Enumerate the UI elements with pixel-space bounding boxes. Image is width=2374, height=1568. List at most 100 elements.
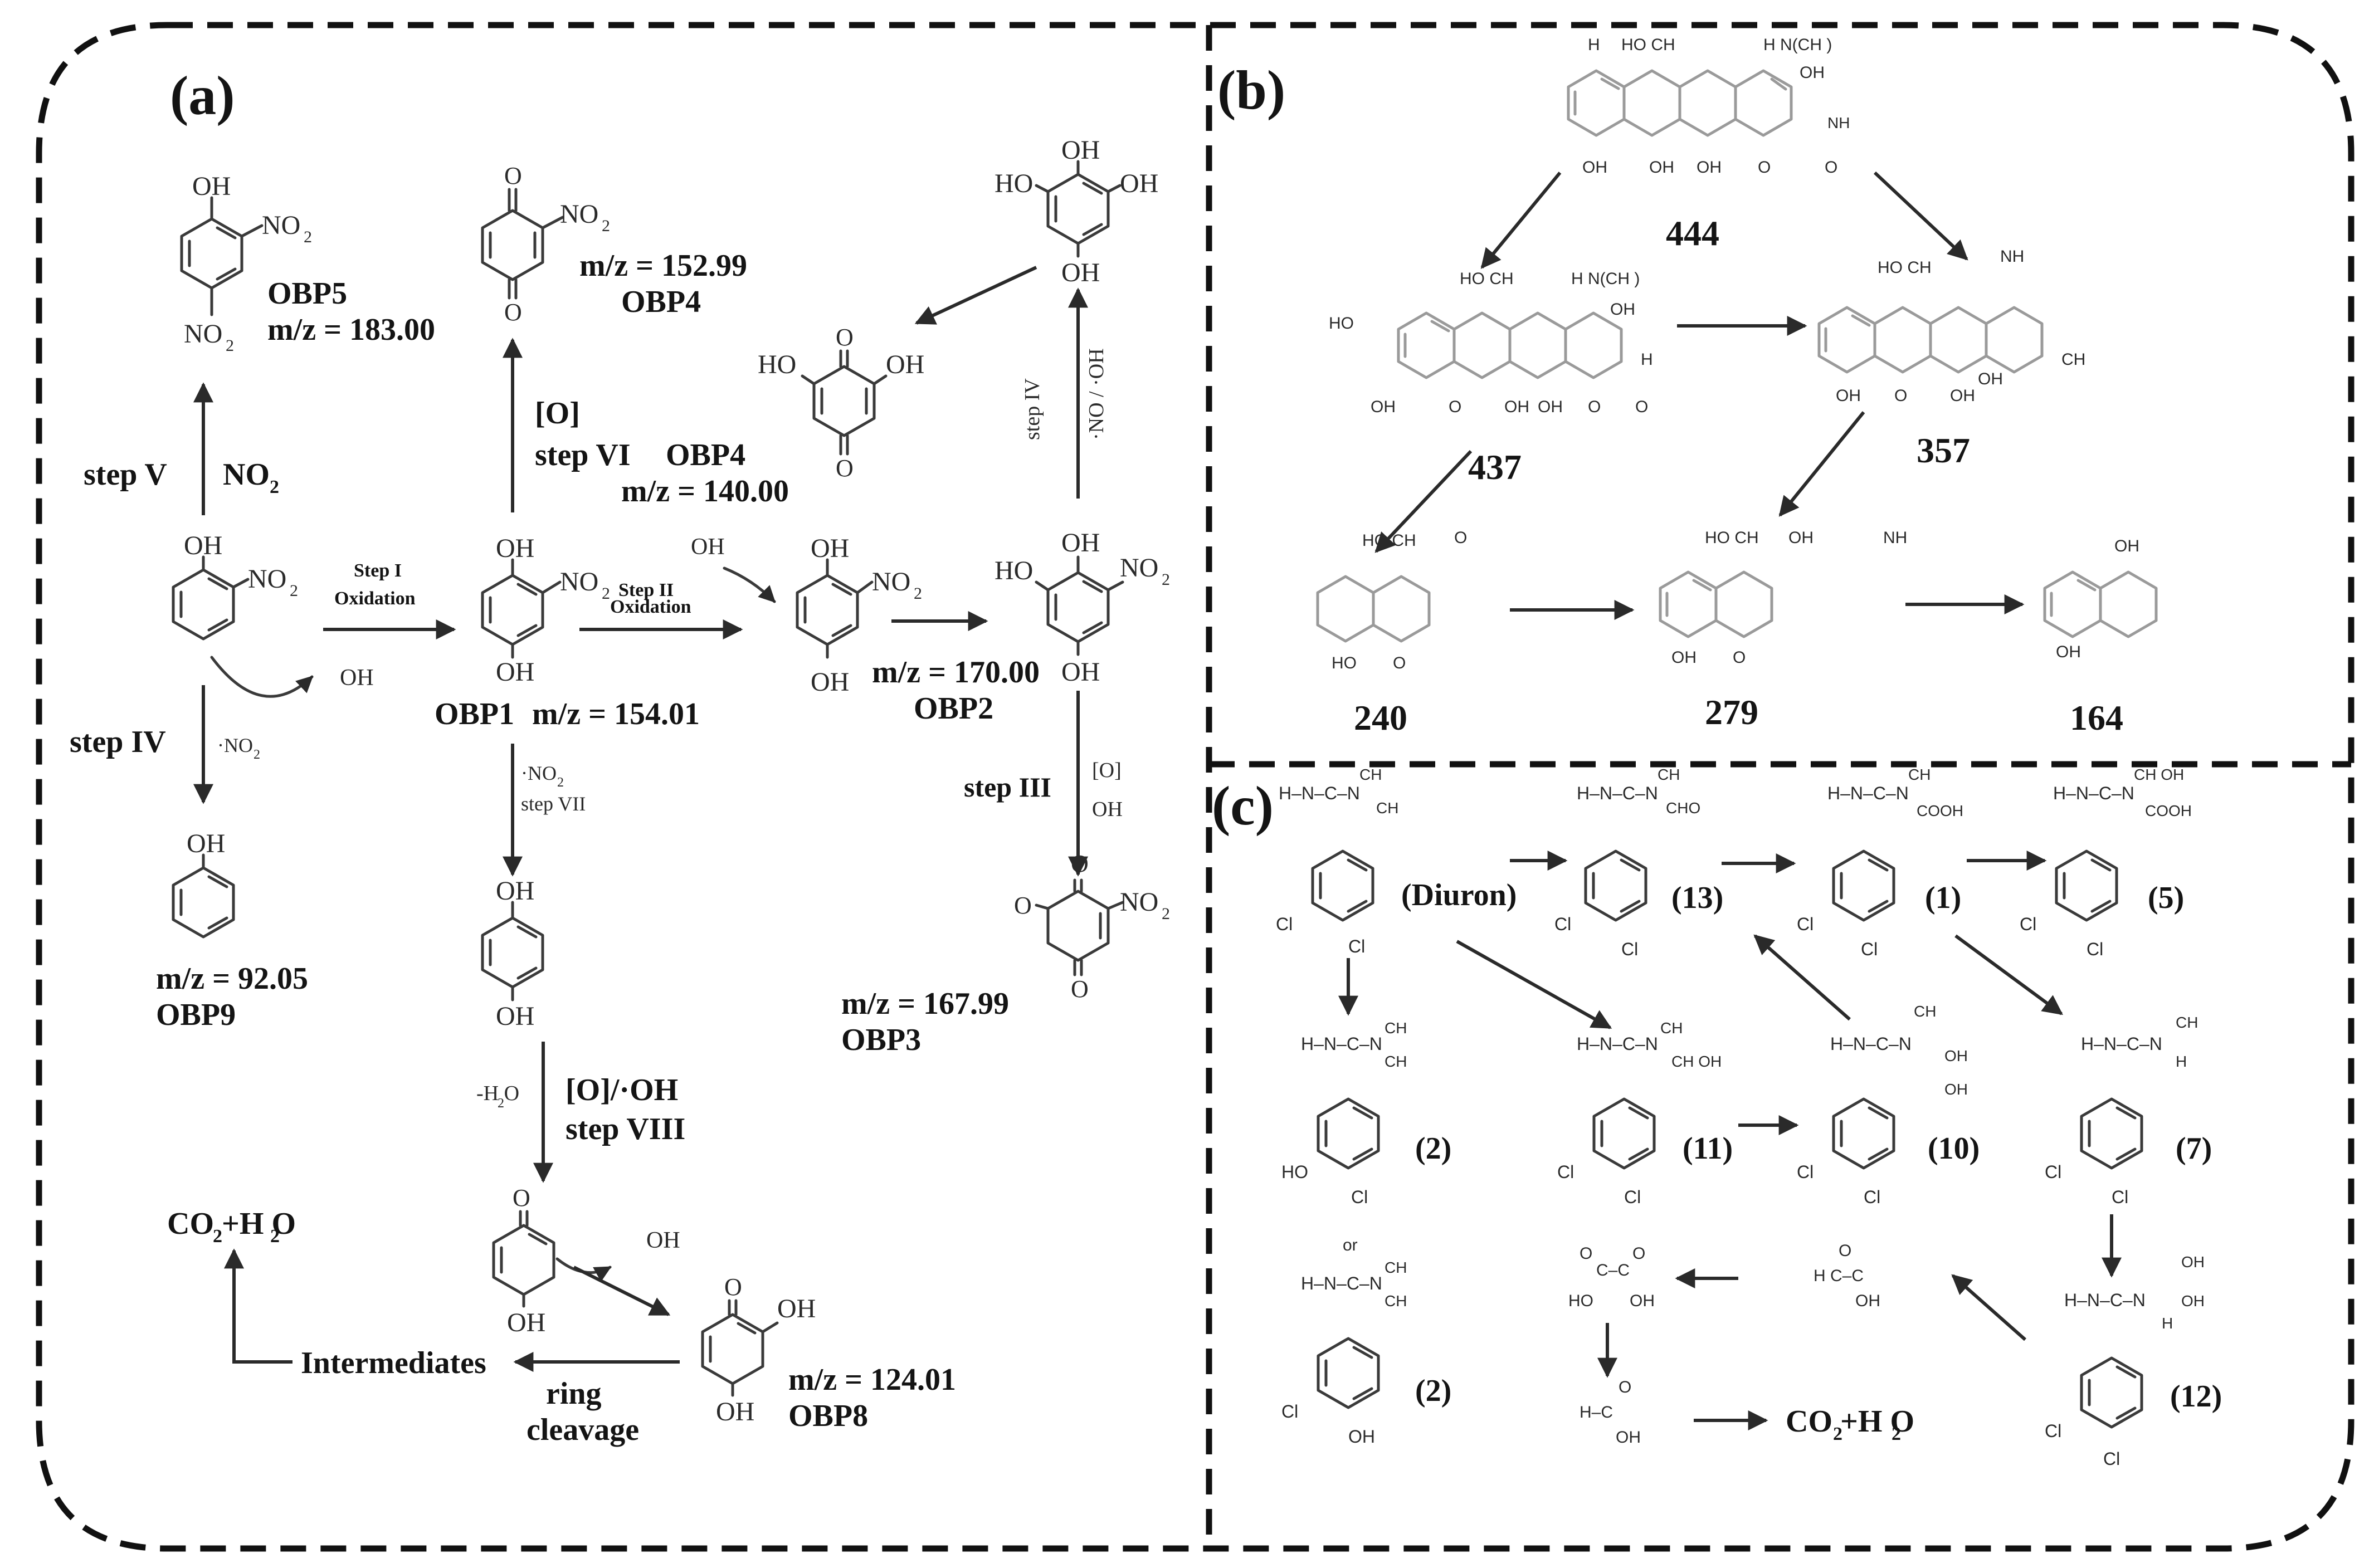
svg-text:Cl: Cl — [2087, 939, 2103, 959]
svg-text:H–N–C–N: H–N–C–N — [2053, 783, 2134, 803]
degradation-279-structure: HO CH OH NH OH O — [1660, 529, 1907, 667]
svg-text:OH: OH — [1371, 398, 1396, 416]
svg-text:H–N–C–N: H–N–C–N — [1577, 1034, 1658, 1054]
svg-text:O: O — [1071, 975, 1089, 1003]
compound-1-structure: H–N–C–N CH COOH Cl Cl — [1797, 766, 1963, 959]
svg-text:NO: NO — [872, 567, 910, 597]
svg-text:2: 2 — [304, 228, 312, 246]
obp9-structure: OH — [173, 829, 233, 937]
cleavage-label: cleavage — [527, 1413, 639, 1447]
svg-text:NO: NO — [248, 564, 286, 594]
step-viii-label: step VIII — [566, 1112, 685, 1146]
svg-text:2: 2 — [213, 1226, 222, 1247]
svg-text:H–N–C–N: H–N–C–N — [2064, 1290, 2146, 1310]
arrow-icon — [914, 266, 1037, 325]
benzene-ring-icon — [2081, 1099, 2142, 1168]
svg-text:2: 2 — [290, 582, 298, 600]
cyclohexadienone-structure: O OH OH — [492, 1184, 680, 1337]
svg-text:Cl: Cl — [1621, 939, 1638, 959]
svg-text:OH: OH — [507, 1308, 545, 1337]
svg-text:OH: OH — [811, 667, 849, 697]
obp9-mz: m/z = 92.05 — [156, 961, 308, 996]
svg-text:O: O — [1071, 850, 1089, 877]
mass-444: 444 — [1666, 213, 1719, 253]
svg-text:Cl: Cl — [1554, 914, 1571, 934]
svg-text:2: 2 — [602, 217, 610, 235]
step-vi-label: step VI — [535, 438, 631, 472]
arrow-icon — [1873, 171, 1968, 261]
obp3-mz: m/z = 167.99 — [841, 986, 1009, 1021]
svg-text:H N(CH ): H N(CH ) — [1571, 270, 1640, 288]
svg-text:O: O — [1449, 398, 1461, 416]
svg-text:OH: OH — [496, 534, 534, 563]
compound-5-structure: H–N–C–N CH OH COOH Cl Cl — [2020, 766, 2192, 959]
svg-text:OH: OH — [496, 1002, 534, 1031]
panel-c-label: (c) — [1212, 775, 1274, 837]
obp4-mid-name: OBP4 — [666, 438, 745, 472]
obp2-mz: m/z = 170.00 — [872, 655, 1040, 690]
obp5-mz: m/z = 183.00 — [267, 312, 435, 347]
arrow-icon — [1456, 940, 1612, 1029]
svg-text:OH: OH — [1630, 1292, 1655, 1310]
obp1-mz: m/z = 154.01 — [532, 697, 700, 731]
svg-text:NO: NO — [560, 567, 598, 597]
step-v-label: step V — [84, 457, 167, 492]
panel-frames — [36, 22, 2354, 1552]
compound-13-label: (13) — [1671, 881, 1723, 915]
svg-text:Cl: Cl — [2020, 914, 2036, 934]
svg-text:OH: OH — [496, 657, 534, 687]
svg-text:HO CH: HO CH — [1460, 270, 1514, 288]
svg-text:OH: OH — [1978, 370, 2003, 388]
svg-text:2: 2 — [1162, 570, 1170, 589]
panel-c: (c) H–N–C–N CH CH Cl Cl (Diuron) H–N–C–N… — [1212, 766, 2222, 1469]
svg-text:Cl: Cl — [1624, 1187, 1641, 1207]
svg-text:O: O — [504, 299, 522, 326]
svg-text:Cl: Cl — [1276, 914, 1293, 934]
benzene-ring-icon — [1586, 851, 1646, 920]
svg-text:CH: CH — [1914, 1003, 1936, 1020]
svg-text:O: O — [1894, 387, 1907, 405]
benzene-ring-icon — [1048, 174, 1108, 243]
compound-5-label: (5) — [2148, 881, 2184, 915]
svg-text:O: O — [1619, 1378, 1631, 1396]
arrow-icon — [1951, 1274, 2026, 1341]
oxalic-acid-structure: O O C–C HO OH — [1568, 1244, 1655, 1310]
mass-357: 357 — [1917, 431, 1970, 470]
compound-12-label: (12) — [2170, 1379, 2222, 1414]
benzene-ring-icon — [2081, 1358, 2142, 1427]
panel-b-label: (b) — [1217, 59, 1285, 121]
svg-text:O: O — [724, 1273, 742, 1301]
svg-text:CH: CH — [1908, 766, 1931, 783]
svg-text:NO: NO — [1120, 553, 1158, 583]
svg-text:Cl: Cl — [1557, 1162, 1574, 1182]
svg-text:OH: OH — [1582, 158, 1607, 177]
svg-text:OH: OH — [2114, 537, 2139, 555]
step-iv-right-reagent: ·NO / ·OH — [1085, 348, 1108, 440]
svg-text:CH: CH — [1376, 799, 1398, 817]
trihydroxyphenol-structure: OH HO OH OH — [995, 135, 1158, 287]
arrow-icon — [573, 1266, 671, 1316]
svg-text:OH: OH — [1538, 398, 1563, 416]
svg-text:OH: OH — [716, 1397, 754, 1427]
tetracycline-444-structure: H HO CH H N(CH ) OH NH OH OH OH O O — [1568, 36, 1850, 177]
svg-text:H–N–C–N: H–N–C–N — [2081, 1034, 2162, 1054]
svg-text:OH: OH — [2056, 643, 2081, 661]
obp5-name: OBP5 — [267, 276, 347, 311]
step-vii-no2: ·NO — [521, 762, 557, 784]
svg-text:Cl: Cl — [1797, 1162, 1814, 1182]
svg-text:NH: NH — [1827, 114, 1850, 131]
compound-11-label: (11) — [1683, 1131, 1733, 1166]
svg-text:2: 2 — [602, 584, 610, 603]
svg-text:CH: CH — [1385, 1292, 1407, 1310]
mass-279: 279 — [1705, 692, 1758, 732]
arrow-icon — [1480, 172, 1562, 269]
obp3-name: OBP3 — [841, 1023, 921, 1057]
outer-dashed-border — [36, 22, 2354, 1552]
oh-attack-label-2: OH — [646, 1228, 680, 1253]
svg-text:Cl: Cl — [1281, 1401, 1298, 1422]
obp1-name: OBP1 — [435, 697, 514, 731]
step-viii-reagent: [O]/·OH — [566, 1073, 678, 1107]
step-i-label: Step I — [354, 560, 402, 581]
compound-2a-structure: H–N–C–N CH CH HO Cl — [1281, 1019, 1407, 1207]
